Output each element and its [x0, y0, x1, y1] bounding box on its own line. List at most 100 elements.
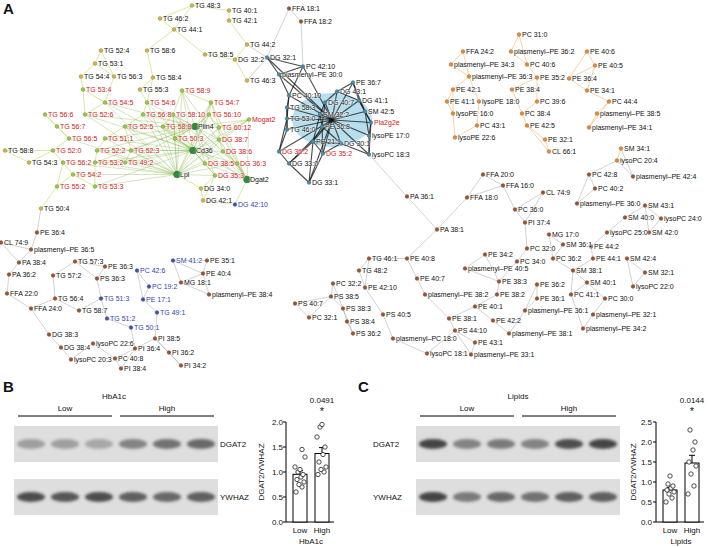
network-dot [138, 88, 142, 92]
network-dot [449, 63, 453, 67]
group-line [120, 416, 214, 417]
lipid-label: plasmenyl–PE 32:1 [596, 311, 656, 319]
network-edge [147, 51, 153, 78]
network-dot [307, 181, 311, 185]
protein-band [51, 492, 79, 502]
lipid-label: DG 33:0 [292, 160, 318, 168]
network-dot [174, 171, 181, 178]
network-edge [7, 275, 9, 294]
protein-band [119, 492, 147, 502]
lipid-label: PC 43:1 [480, 122, 505, 130]
blot-strip [416, 479, 620, 515]
network-dot [287, 162, 291, 166]
network-dot [453, 136, 457, 140]
network-dot [147, 285, 151, 289]
lipid-label: Plin4 [198, 123, 214, 131]
band-label: YWHAZ [220, 493, 249, 502]
lipid-label: TG 52:2 [100, 147, 125, 155]
lipid-label: TG 53:4 [86, 86, 111, 94]
lipid-label: TG 54:6 [150, 99, 175, 107]
bar-chart [283, 422, 334, 522]
network-edge [97, 151, 177, 175]
lipid-label: TG 56:7 [60, 123, 85, 131]
network-dot [199, 187, 203, 191]
lipid-label: TG 50:4 [44, 205, 69, 213]
lipid-label: PI 34:2 [184, 362, 206, 370]
data-point [302, 480, 306, 484]
lipid-label: TG 53:1 [98, 60, 123, 68]
lipid-label: lysoPE 18:0 [482, 98, 519, 106]
network-dot [235, 162, 239, 166]
lipid-label: PE 42:10 [368, 284, 397, 292]
network-dot [625, 257, 629, 261]
lipid-label: TG 42:1 [232, 17, 257, 25]
data-point [293, 465, 297, 469]
network-dot [391, 337, 395, 341]
network-dot [135, 269, 139, 273]
bar [685, 463, 699, 522]
protein-band [453, 492, 481, 502]
axis-tick [653, 522, 656, 523]
lipid-label: FFA 22:0 [10, 290, 38, 298]
network-dot [507, 332, 511, 336]
lipid-label: TG 52:6 [88, 111, 113, 119]
lipid-label: PC 42:8 [592, 171, 617, 179]
network-dot [535, 283, 539, 287]
lipid-label: DG 43:1 [340, 88, 366, 96]
network-dot [59, 346, 63, 350]
tick-label: 0.5 [272, 493, 283, 502]
lipid-label: PE 36:4 [40, 229, 65, 237]
lipid-label: TG 50:3 [178, 135, 203, 143]
network-edge [627, 259, 633, 287]
network-dot [227, 19, 231, 23]
lipid-label: TG 51:3 [104, 295, 129, 303]
lipid-label: DG 38:5 [208, 160, 234, 168]
lipid-label: lysoPC 25:0 [610, 229, 648, 237]
network-edge [437, 198, 467, 230]
lipid-label: TG 54:2 [76, 171, 101, 179]
network-dot [7, 273, 11, 277]
network-dot [69, 358, 73, 362]
lipid-label: PI 36:4 [138, 345, 160, 353]
network-edge [577, 175, 589, 204]
data-point [319, 467, 323, 471]
lipid-label: DG 36:3 [240, 160, 266, 168]
network-edge [219, 140, 247, 180]
network-dot [523, 309, 527, 313]
protein-band [419, 439, 447, 449]
lipid-label: DG 32:2 [238, 56, 264, 64]
lipid-label: TG 46:3 [250, 77, 275, 85]
network-edge [177, 140, 219, 175]
axis-tick [653, 442, 656, 443]
network-dot [203, 162, 207, 166]
network-dot [631, 285, 635, 289]
data-point [300, 447, 304, 451]
network-dot [192, 123, 199, 130]
lipid-label: TG 58:3 [290, 104, 315, 112]
bar-chart [653, 422, 704, 522]
network-edge [177, 128, 219, 175]
network-dot [447, 317, 451, 321]
tick-label: 2.5 [641, 418, 652, 427]
lipid-label: Pla2g2e [374, 119, 400, 127]
lipid-label: PE 40:5 [598, 62, 623, 70]
network-dot [287, 7, 291, 11]
lipid-label: plasmenyl–PC 18:0 [396, 335, 457, 343]
network-dot [227, 9, 231, 13]
lipid-label: PE 34:1 [590, 87, 615, 95]
network-dot [81, 88, 85, 92]
network-dot [643, 271, 647, 275]
network-dot [161, 125, 165, 129]
lipid-label: PS 38:3 [346, 305, 371, 313]
network-dot [569, 293, 573, 297]
lipid-label: SM 32:2 [323, 111, 349, 119]
network-dot [467, 75, 471, 79]
lipid-label: plasmenyl–PE 34:1 [592, 124, 652, 132]
lipid-label: PS 38:5 [334, 293, 359, 301]
y-axis [656, 422, 657, 522]
axis-tick [653, 502, 656, 503]
lipid-label: MG 18:1 [184, 279, 211, 287]
network-dot [318, 113, 322, 117]
lipid-label: DG 42:1 [206, 197, 232, 205]
network-edge [527, 126, 549, 152]
